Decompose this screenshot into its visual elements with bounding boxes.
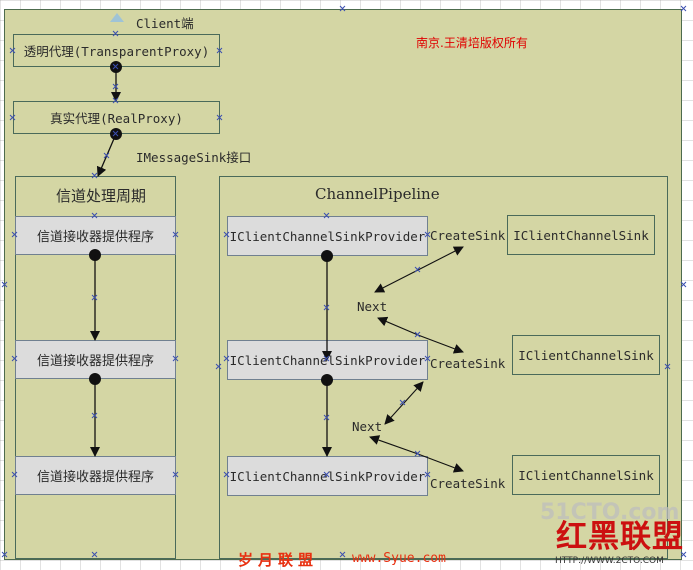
watermark-2cto-url: HTTP://WWW.2CTO.COM — [555, 556, 664, 566]
provider-chain-arrow — [321, 374, 333, 457]
sink-provider-box: IClientChannelSinkProvider — [227, 340, 428, 380]
selection-handle-markers — [1, 5, 687, 558]
create-sink-label: CreateSink — [430, 228, 506, 243]
copyright-text: 南京.王清培版权所有 — [416, 36, 528, 50]
client-title: Client端 — [136, 16, 194, 31]
create-sink-label: CreateSink — [430, 476, 506, 491]
next-label: Next — [357, 299, 388, 314]
next-bidirectional-arrow — [369, 435, 464, 473]
lifecycle-arrow — [89, 249, 101, 341]
provider-chain-arrow — [321, 250, 333, 361]
next-bidirectional-arrow — [377, 316, 464, 354]
watermark-51cto-logo: 51CTO.com — [540, 500, 680, 525]
watermark-syue-url: www.Syue.com — [352, 551, 446, 566]
lifecycle-step: 信道接收器提供程序 — [15, 340, 176, 379]
create-sink-label: CreateSink — [430, 356, 506, 371]
channel-lifecycle-title: 信道处理周期 — [56, 187, 147, 205]
client-sink-box: IClientChannelSink — [507, 215, 655, 255]
watermark-2cto-name: 红黑联盟 — [556, 519, 684, 555]
client-sink-box: IClientChannelSink — [512, 455, 660, 495]
next-bidirectional-arrow — [384, 381, 424, 425]
lifecycle-step: 信道接收器提供程序 — [15, 216, 176, 255]
message-sink-label: IMessageSink接口 — [136, 150, 252, 165]
watermark-syue-name: 岁月联盟 — [238, 551, 319, 569]
real-proxy-to-pipeline-arrow — [96, 128, 122, 177]
next-bidirectional-arrow — [374, 246, 464, 293]
next-label: Next — [352, 419, 383, 434]
client-sink-box: IClientChannelSink — [512, 335, 660, 375]
channel-pipeline-title: ChannelPipeline — [315, 185, 440, 203]
lifecycle-arrow — [89, 373, 101, 457]
triangle-icon — [110, 13, 124, 22]
